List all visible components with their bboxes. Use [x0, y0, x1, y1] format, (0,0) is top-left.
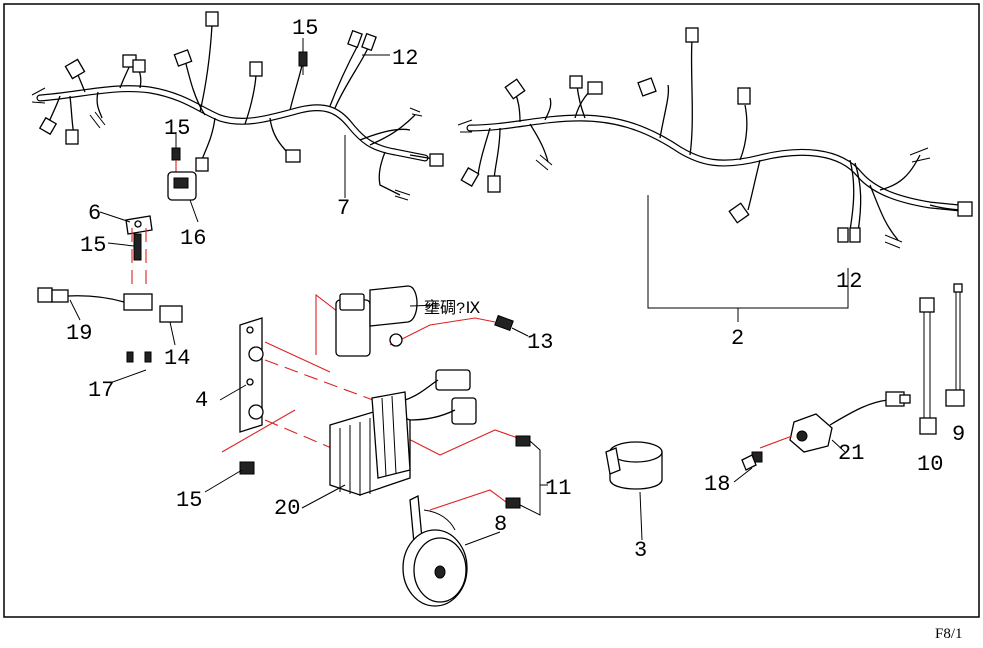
label-13: 13: [527, 330, 553, 355]
label-15-bottom: 15: [176, 488, 202, 513]
horn-8: [402, 494, 501, 607]
leader-4-a: [264, 341, 331, 373]
label-15-mid: 15: [164, 116, 190, 141]
label-11: 11: [545, 476, 571, 501]
screws-11: [505, 435, 548, 516]
bracket-4: [219, 317, 264, 433]
leader-4-b: [264, 359, 401, 411]
diagram-frame: [3, 3, 980, 618]
label-14: 14: [164, 346, 190, 371]
flasher-3: [605, 441, 663, 541]
cable-9: [945, 283, 965, 407]
label-17: 17: [88, 378, 114, 403]
label-12-left: 12: [392, 46, 418, 71]
label-9: 9: [952, 422, 965, 447]
label-2: 2: [731, 326, 744, 351]
label-3: 3: [634, 538, 647, 563]
label-6: 6: [88, 201, 101, 226]
label-18: 18: [704, 472, 730, 497]
cable-10: [919, 297, 937, 435]
solenoid-13: [335, 285, 529, 357]
wire-harness-left: [31, 11, 444, 201]
leader-11-a: [394, 429, 519, 456]
regulator-20: [301, 369, 477, 509]
screw-15-top: [298, 38, 308, 75]
label-15-bracket: 15: [80, 233, 106, 258]
wire-harness-right: [457, 27, 973, 322]
garbled-label: 壅碉?Ⅸ: [424, 299, 481, 318]
leader-13-b: [389, 317, 496, 346]
label-12-right: 12: [836, 269, 862, 294]
label-8: 8: [494, 512, 507, 537]
leader-11-b: [429, 489, 511, 511]
relay-16: [167, 171, 199, 223]
label-10: 10: [917, 452, 943, 477]
switch-19: [37, 287, 183, 384]
label-21: 21: [838, 441, 864, 466]
screw-15-mid: [171, 132, 181, 172]
bracket-6: [99, 211, 153, 290]
screw-15-bottom: [204, 461, 255, 493]
page-reference: F8/1: [935, 626, 963, 642]
label-20: 20: [274, 496, 300, 521]
label-16: 16: [180, 226, 206, 251]
label-19: 19: [66, 321, 92, 346]
leader-15-a: [221, 409, 296, 453]
label-15-top: 15: [292, 16, 318, 41]
label-7: 7: [337, 196, 350, 221]
switch-21: [733, 391, 911, 483]
label-4: 4: [195, 388, 208, 413]
